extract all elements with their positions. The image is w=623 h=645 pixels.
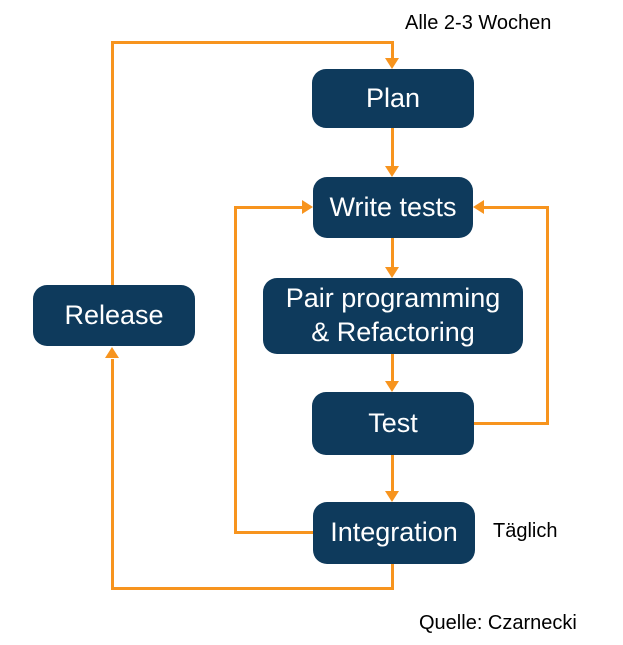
node-label-integration: Integration [330,517,458,548]
edge-integration-to-write-tests-segment [234,531,313,534]
edge-plan-to-write-tests-segment [391,128,394,169]
edge-integration-to-write-tests-segment [234,206,304,209]
edge-test-to-write-tests-segment [546,206,549,425]
node-label-pair-programming-refactoring: Pair programming & Refactoring [285,283,501,347]
arrowhead-into-write-tests-right [473,200,484,214]
flow-node-release: Release [33,285,195,346]
edge-integration-to-write-tests-segment [234,206,237,534]
flow-node-integration: Integration [313,502,475,564]
arrowhead-into-test [385,381,399,392]
flow-node-plan: Plan [312,69,474,128]
edge-write-tests-to-pair-segment [391,238,394,270]
arrowhead-into-release [105,347,119,358]
arrowhead-into-integration [385,491,399,502]
arrowhead-into-write-tests-left [302,200,313,214]
edge-pair-to-test-segment [391,354,394,384]
daily-frequency-label: Täglich [493,520,558,542]
node-label-test: Test [368,407,418,438]
edge-integration-to-release-segment [111,359,114,590]
source-credit-label: Quelle: Czarnecki [419,612,577,634]
flow-node-pair-programming-refactoring: Pair programming & Refactoring [263,278,523,354]
node-label-release: Release [64,299,164,330]
edge-test-to-integration-segment [391,455,394,494]
edge-release-to-plan-segment [111,41,394,44]
arrowhead-into-pair-programming [385,267,399,278]
edge-release-to-plan-segment [111,41,114,285]
edge-release-to-plan-segment [391,41,394,59]
edge-test-to-write-tests-segment [483,206,549,209]
arrowhead-into-write-tests [385,166,399,177]
node-label-plan: Plan [365,82,421,113]
cycle-frequency-label: Alle 2-3 Wochen [405,12,552,34]
arrowhead-into-plan [385,58,399,69]
edge-test-to-write-tests-segment [474,422,549,425]
edge-integration-to-release-segment [111,587,394,590]
edge-integration-to-release-segment [391,564,394,590]
flow-node-write-tests: Write tests [313,177,473,238]
node-label-write-tests: Write tests [329,191,457,222]
flow-node-test: Test [312,392,474,455]
